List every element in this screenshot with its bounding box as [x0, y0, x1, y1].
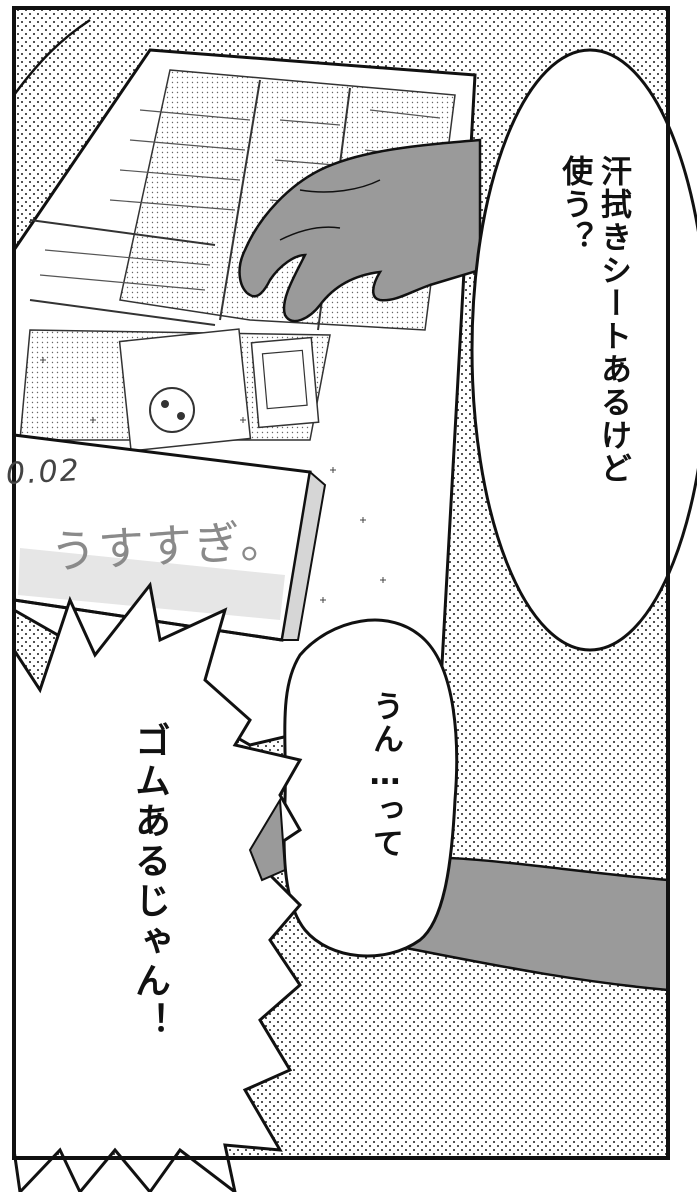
reaching-hand — [238, 138, 482, 323]
shout-bubble — [12, 581, 303, 1192]
box-label-name: うすすぎ。 — [48, 512, 290, 580]
speech-bubble-2 — [282, 618, 459, 958]
speech-bubble-2-text: うん…って — [367, 690, 403, 860]
speech-bubble-1 — [470, 48, 697, 652]
box-label-number: 0.02 — [5, 453, 82, 492]
product-box — [12, 433, 327, 642]
sweat-shard — [248, 796, 287, 882]
shout-bubble-text: ゴムあるじゃん！ — [129, 722, 170, 1042]
speech-bubble-1-text: 汗拭きシートあるけど 使う？ — [556, 155, 631, 485]
panel-border — [12, 6, 670, 1160]
